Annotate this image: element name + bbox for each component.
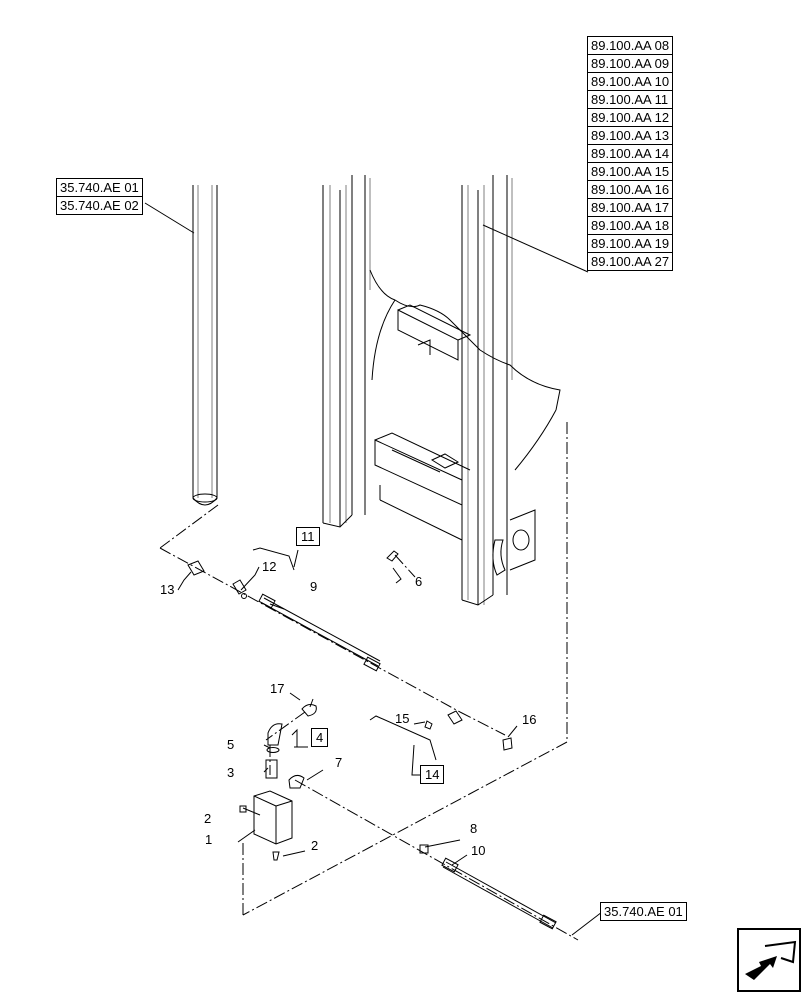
valve-block: [253, 790, 293, 845]
hose-9: [258, 593, 381, 672]
callout-9: 9: [310, 579, 318, 594]
boxed-item-4[interactable]: 4: [311, 728, 329, 747]
callout-12: 12: [262, 559, 277, 574]
callout-17: 17: [270, 681, 285, 696]
boxed-item-14[interactable]: 14: [420, 765, 445, 784]
callout-8: 8: [470, 821, 478, 836]
leader-lines: [144, 202, 603, 936]
ref-link[interactable]: 89.100.AA 16: [587, 181, 674, 199]
ref-link[interactable]: 35.740.AE 01: [600, 902, 687, 921]
callout-1: 1: [205, 832, 213, 847]
ref-link[interactable]: 89.100.AA 10: [587, 73, 674, 91]
fittings: [187, 550, 513, 861]
callout-3: 3: [227, 765, 235, 780]
mast-uprights: [322, 175, 513, 606]
callout-16: 16: [522, 712, 537, 727]
ref-link[interactable]: 89.100.AA 12: [587, 109, 674, 127]
phantom-lines: [159, 422, 579, 941]
ref-link[interactable]: 89.100.AA 08: [587, 36, 674, 55]
ref-link[interactable]: 35.740.AE 01: [56, 178, 143, 197]
reference-list-top-left: 35.740.AE 01 35.740.AE 02: [56, 178, 143, 215]
callout-13: 13: [160, 582, 175, 597]
callout-2a: 2: [204, 811, 212, 826]
ref-link[interactable]: 89.100.AA 11: [587, 91, 674, 109]
callout-15: 15: [395, 711, 410, 726]
next-page-arrow-icon[interactable]: [737, 928, 801, 992]
callout-6: 6: [415, 574, 423, 589]
ref-link[interactable]: 89.100.AA 14: [587, 145, 674, 163]
boxed-item-11[interactable]: 11: [296, 527, 320, 546]
ref-link[interactable]: 89.100.AA 09: [587, 55, 674, 73]
lift-cylinder: [192, 185, 218, 506]
callout-2b: 2: [311, 838, 319, 853]
reference-list-top-right: 89.100.AA 08 89.100.AA 09 89.100.AA 10 8…: [587, 36, 674, 271]
ref-link[interactable]: 89.100.AA 13: [587, 127, 674, 145]
ref-link[interactable]: 35.740.AE 02: [56, 197, 143, 215]
callout-7: 7: [335, 755, 343, 770]
ref-link[interactable]: 89.100.AA 15: [587, 163, 674, 181]
break-lines: [369, 269, 561, 471]
ref-link[interactable]: 89.100.AA 27: [587, 253, 674, 271]
ref-link[interactable]: 89.100.AA 18: [587, 217, 674, 235]
ref-link[interactable]: 89.100.AA 17: [587, 199, 674, 217]
callout-5: 5: [227, 737, 235, 752]
ref-link[interactable]: 89.100.AA 19: [587, 235, 674, 253]
reference-bottom-right: 35.740.AE 01: [600, 902, 687, 921]
callout-10: 10: [471, 843, 486, 858]
carriage-crossbar: [374, 304, 536, 576]
hose-10: [441, 857, 557, 930]
